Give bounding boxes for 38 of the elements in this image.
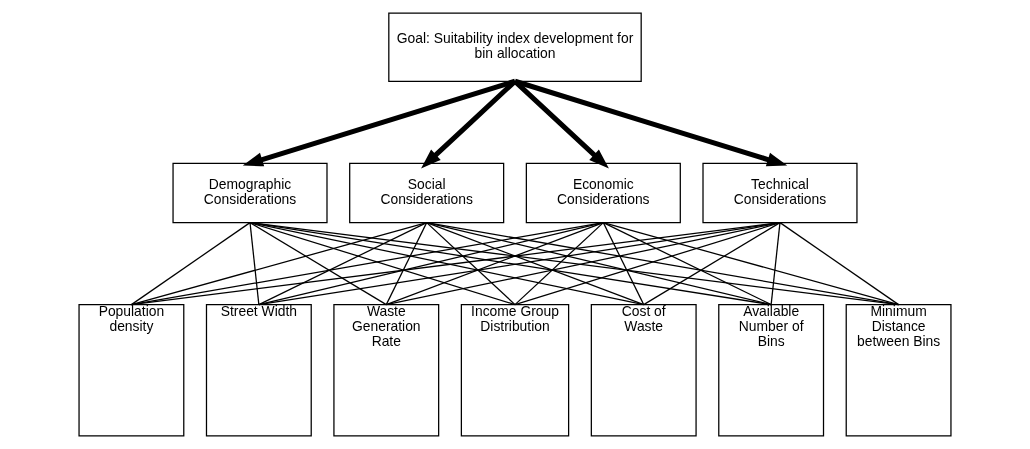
arrow: [242, 78, 516, 167]
node-box: Waste Generation Rate: [333, 304, 440, 437]
node-box: Street Width: [205, 304, 312, 437]
connector: [770, 222, 781, 306]
arrow: [421, 79, 517, 169]
arrow: [514, 78, 788, 167]
connector: [514, 222, 781, 306]
node-box: Available Number of Bins: [718, 304, 825, 437]
connector: [249, 222, 900, 306]
connector: [643, 222, 781, 306]
node-box: Technical Considerations: [702, 162, 858, 224]
node-box: Social Considerations: [349, 162, 505, 224]
node-box: Population density: [78, 304, 185, 437]
connector: [130, 222, 604, 306]
connector: [426, 222, 516, 306]
connector: [258, 222, 428, 306]
connector: [602, 222, 645, 306]
connector: [249, 222, 516, 306]
connector: [249, 222, 387, 306]
node-box: Demographic Considerations: [172, 162, 328, 224]
connector: [514, 222, 604, 306]
connector: [385, 222, 604, 306]
connector: [385, 222, 428, 306]
connector: [130, 222, 428, 306]
arrow: [513, 79, 609, 169]
node-box: Cost of Waste: [590, 304, 697, 437]
connector: [602, 222, 772, 306]
node-box: Goal: Suitability index development for bin allocation: [388, 12, 642, 82]
connector: [130, 222, 781, 306]
node-box: Income Group Distribution: [460, 304, 570, 437]
connector: [602, 222, 900, 306]
node-box: Minimum Distance between Bins: [845, 304, 952, 437]
connector: [779, 222, 900, 306]
connector: [426, 222, 900, 306]
connector: [426, 222, 645, 306]
node-box: Economic Considerations: [525, 162, 681, 224]
connector: [130, 222, 251, 306]
connector: [249, 222, 260, 306]
